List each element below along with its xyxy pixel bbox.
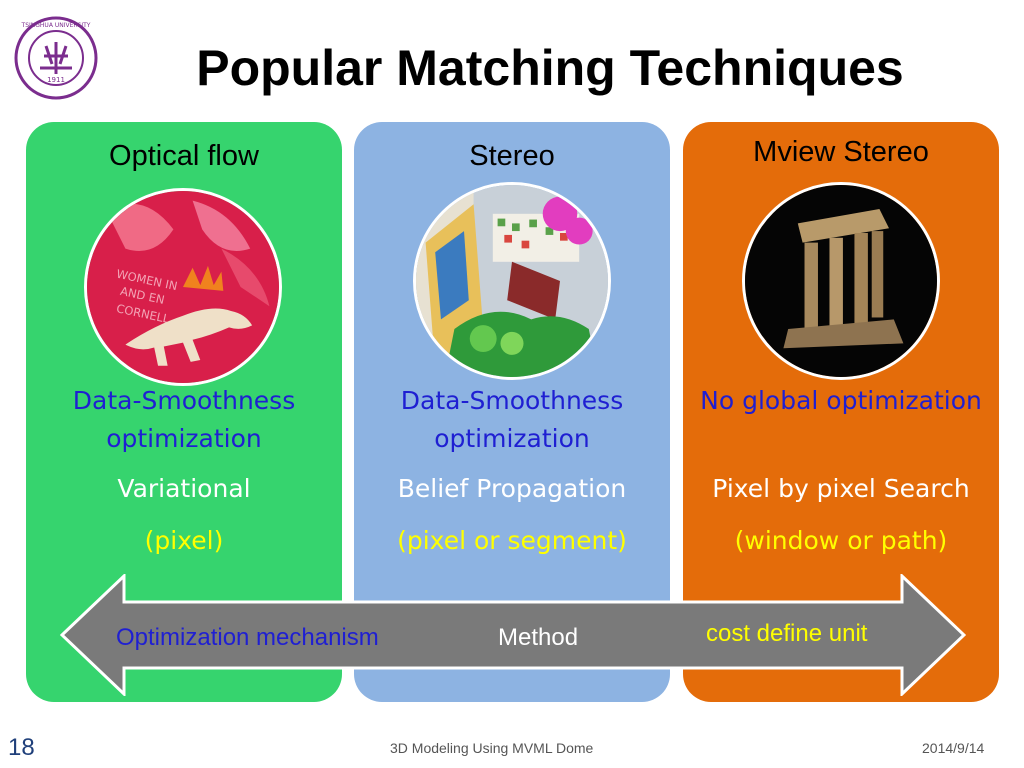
unit-text: (pixel or segment) bbox=[397, 526, 627, 555]
footer-text: 3D Modeling Using MVML Dome bbox=[390, 740, 594, 756]
university-logo: 1911 TSINGHUA UNIVERSITY bbox=[14, 16, 98, 100]
double-arrow bbox=[60, 574, 966, 696]
arrow-right-label: cost define unit bbox=[706, 620, 868, 647]
method-text: Pixel by pixel Search bbox=[712, 474, 970, 503]
optical-flow-image: WOMEN IN AND EN CORNELL bbox=[84, 188, 282, 386]
unit-text: (pixel) bbox=[144, 526, 224, 555]
method-text: Variational bbox=[117, 474, 251, 503]
method-text: Belief Propagation bbox=[397, 474, 627, 503]
logo-text: TSINGHUA UNIVERSITY bbox=[21, 22, 91, 29]
logo-year: 1911 bbox=[47, 76, 65, 84]
slide-title: Popular Matching Techniques bbox=[196, 40, 904, 96]
footer-date: 2014/9/14 bbox=[922, 740, 985, 756]
arrow-center-label: Method bbox=[498, 624, 579, 651]
mview-stereo-image bbox=[742, 182, 940, 380]
unit-text: (window or path) bbox=[734, 526, 948, 555]
page-number: 18 bbox=[8, 734, 35, 761]
panel-title: Mview Stereo bbox=[753, 136, 929, 168]
optimization-text: Data-Smoothness optimization bbox=[72, 386, 296, 453]
panel-title: Stereo bbox=[469, 140, 555, 172]
stereo-image bbox=[413, 182, 611, 380]
optimization-text: No global optimization bbox=[700, 386, 982, 415]
panel-title: Optical flow bbox=[109, 140, 259, 172]
optimization-text: Data-Smoothness optimization bbox=[400, 386, 624, 453]
arrow-left-label: Optimization mechanism bbox=[116, 624, 379, 651]
